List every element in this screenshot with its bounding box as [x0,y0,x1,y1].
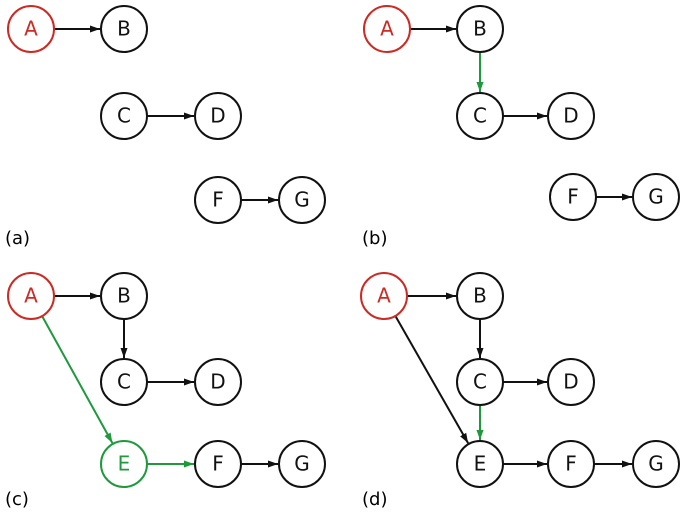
node-e-label: E [118,452,131,476]
node-g-circle [278,176,326,224]
panel-d-label: (d) [362,489,387,510]
node-f: F [549,173,597,221]
node-b-circle [456,272,504,320]
node-a: A [360,272,408,320]
node-d-label: D [210,104,225,128]
node-c: C [456,358,504,406]
node-g: G [278,440,326,488]
node-b-label: B [473,284,487,308]
edge-a-e [394,315,469,444]
node-c: C [100,92,148,140]
node-a-circle [7,5,55,53]
node-g-circle [278,440,326,488]
node-g-circle [632,173,680,221]
node-g-label: G [648,185,664,209]
node-c-label: C [473,370,487,394]
node-c-circle [456,92,504,140]
panel-b: (b) A B C D F G [362,5,680,249]
node-d-circle [547,92,595,140]
node-c: C [456,92,504,140]
panel-a-label: (a) [5,228,30,249]
node-e-circle [456,440,504,488]
panel-d: (d) A B C D E F G [360,272,680,510]
node-b: B [100,5,148,53]
node-b-circle [456,5,504,53]
node-a-circle [360,272,408,320]
node-f-circle [547,440,595,488]
node-b-label: B [117,17,131,41]
node-e-label: E [474,452,487,476]
node-g: G [632,173,680,221]
node-b: B [100,272,148,320]
node-f: F [194,440,242,488]
node-d-label: D [563,370,578,394]
panel-a: (a) A B C D F G [5,5,326,249]
node-c-label: C [473,104,487,128]
edge-a-e [41,315,114,444]
node-d-circle [194,92,242,140]
node-d-circle [547,358,595,406]
panel-c: (c) A B C D E F G [5,272,326,510]
node-d: D [194,92,242,140]
node-b-label: B [117,284,131,308]
node-b: B [456,5,504,53]
node-e: E [100,440,148,488]
node-b-circle [100,5,148,53]
node-d-label: D [210,370,225,394]
node-c-circle [100,358,148,406]
node-e-circle [100,440,148,488]
node-f-label: F [567,185,579,209]
node-d-label: D [563,104,578,128]
node-c: C [100,358,148,406]
node-f-label: F [212,188,224,212]
node-a-label: A [24,17,38,41]
node-f-circle [194,176,242,224]
node-g-label: G [294,188,310,212]
node-f-circle [194,440,242,488]
node-d: D [194,358,242,406]
node-f: F [194,176,242,224]
node-a-circle [363,5,411,53]
node-g-label: G [648,452,664,476]
node-f-label: F [565,452,577,476]
node-g-label: G [294,452,310,476]
node-a-label: A [380,17,394,41]
node-f-circle [549,173,597,221]
node-c-label: C [117,370,131,394]
node-d: D [547,358,595,406]
node-b-label: B [473,17,487,41]
node-c-label: C [117,104,131,128]
node-b: B [456,272,504,320]
node-f: F [547,440,595,488]
node-d-circle [194,358,242,406]
node-d: D [547,92,595,140]
node-a-circle [7,272,55,320]
node-a-label: A [24,284,38,308]
node-g: G [278,176,326,224]
node-f-label: F [212,452,224,476]
node-b-circle [100,272,148,320]
node-a: A [7,5,55,53]
node-g: G [632,440,680,488]
node-a: A [7,272,55,320]
node-c-circle [456,358,504,406]
node-e: E [456,440,504,488]
panel-b-label: (b) [362,228,387,249]
node-a-label: A [377,284,391,308]
node-a: A [363,5,411,53]
node-c-circle [100,92,148,140]
node-g-circle [632,440,680,488]
panel-c-label: (c) [5,489,29,510]
